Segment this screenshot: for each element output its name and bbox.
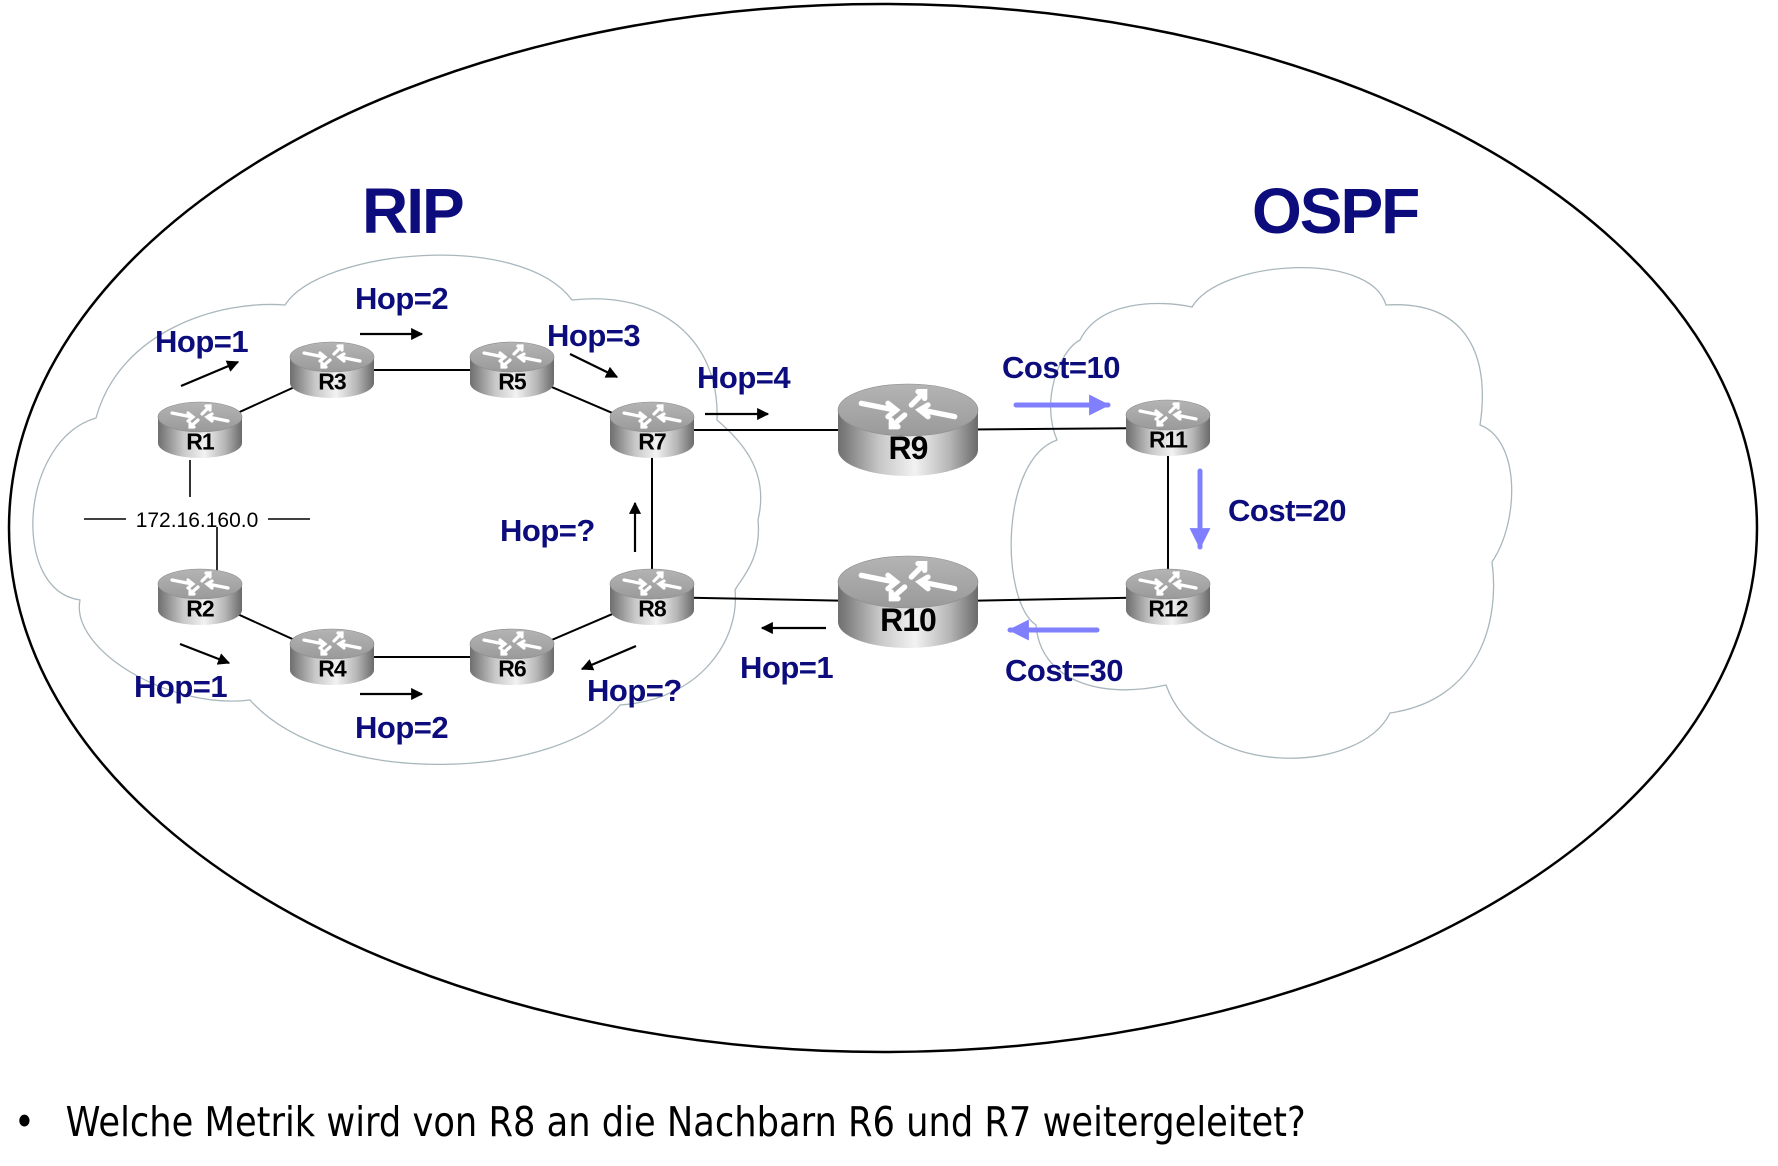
router-r8[interactable]: R8 [609, 568, 695, 625]
router-top [469, 341, 555, 373]
router-arrows-icon [622, 571, 682, 596]
router-top [837, 555, 979, 609]
metric-arrow-r5-r7 [569, 353, 619, 378]
question-text: • Welche Metrik wird von R8 an die Nachba… [14, 1098, 1306, 1146]
router-top [837, 383, 979, 437]
router-top [289, 628, 375, 660]
router-top [609, 568, 695, 600]
router-label: R10 [880, 602, 936, 638]
router-label: R6 [498, 655, 526, 681]
metric-arrow-r2-r4 [179, 642, 231, 665]
router-label: R2 [186, 595, 214, 621]
router-label: R5 [498, 368, 527, 394]
metric-label-r7-r9: Hop=4 [697, 360, 791, 395]
metric-label-r8-r7: Hop=? [500, 513, 595, 548]
bullet-icon: • [14, 1098, 35, 1146]
router-label: R3 [318, 368, 346, 394]
router-arrows-icon [170, 571, 230, 596]
router-top [469, 628, 555, 660]
metric-label-r5-r7: Hop=3 [547, 318, 640, 353]
metric-arrow-r8-r6 [580, 644, 637, 671]
metric-label-r12-r10: Cost=30 [1005, 653, 1123, 688]
router-r3[interactable]: R3 [289, 341, 375, 398]
metric-label-r9-r11: Cost=10 [1002, 350, 1120, 385]
router-r5[interactable]: R5 [469, 341, 555, 398]
router-arrows-icon [622, 404, 682, 429]
rip-cloud [32, 254, 762, 766]
router-arrows-icon [858, 560, 958, 602]
metric-label-r1-r3: Hop=1 [155, 324, 248, 359]
rip-region-title: RIP [362, 175, 463, 247]
metric-label-r10-r8: Hop=1 [740, 650, 833, 685]
autonomous-system-boundary [7, 2, 1759, 1054]
router-r12[interactable]: R12 [1125, 568, 1211, 625]
metric-label-r11-r12: Cost=20 [1228, 493, 1346, 528]
metric-label-r3-r5: Hop=2 [355, 281, 448, 316]
metric-label-r2-r4: Hop=1 [134, 669, 227, 704]
network-address-label: 172.16.160.0 [136, 509, 259, 532]
router-top [289, 341, 375, 373]
metric-label-r4-r6: Hop=2 [355, 710, 448, 745]
router-top [157, 401, 243, 433]
router-arrows-icon [170, 404, 230, 429]
metric-arrow-r1-r3 [180, 360, 240, 388]
router-arrows-icon [302, 631, 362, 656]
router-top [1125, 399, 1211, 431]
router-arrows-icon [302, 344, 362, 369]
router-top [609, 401, 695, 433]
router-r1[interactable]: R1 [157, 401, 243, 458]
router-r6[interactable]: R6 [469, 628, 555, 685]
ospf-cloud [1010, 266, 1513, 759]
router-r2[interactable]: R2 [157, 568, 243, 625]
router-label: R7 [638, 428, 666, 454]
router-label: R11 [1149, 426, 1188, 452]
metric-arrows [179, 327, 1211, 701]
router-arrows-icon [1138, 571, 1198, 596]
router-r10[interactable]: R10 [837, 555, 979, 648]
router-arrows-icon [1138, 402, 1198, 427]
metric-label-r8-r6: Hop=? [587, 673, 682, 708]
ospf-region-title: OSPF [1252, 175, 1418, 247]
question-label: Welche Metrik wird von R8 an die Nachbar… [65, 1098, 1306, 1146]
router-label: R1 [186, 428, 215, 454]
router-top [157, 568, 243, 600]
router-arrows-icon [482, 344, 542, 369]
router-label: R9 [889, 430, 928, 466]
router-top [1125, 568, 1211, 600]
router-r7[interactable]: R7 [609, 401, 695, 458]
router-arrows-icon [482, 631, 542, 656]
router-arrows-icon [858, 388, 958, 430]
metric-labels: Hop=1 Hop=2 Hop=3 Hop=4 Hop=1 Hop=2 Hop=… [134, 281, 1346, 745]
router-label: R4 [318, 655, 347, 681]
router-r9[interactable]: R9 [837, 383, 979, 476]
router-r11[interactable]: R11 [1125, 399, 1211, 456]
router-label: R8 [638, 595, 667, 621]
router-label: R12 [1148, 595, 1187, 621]
lan-segment: 172.16.160.0 [84, 460, 310, 572]
router-r4[interactable]: R4 [289, 628, 375, 685]
